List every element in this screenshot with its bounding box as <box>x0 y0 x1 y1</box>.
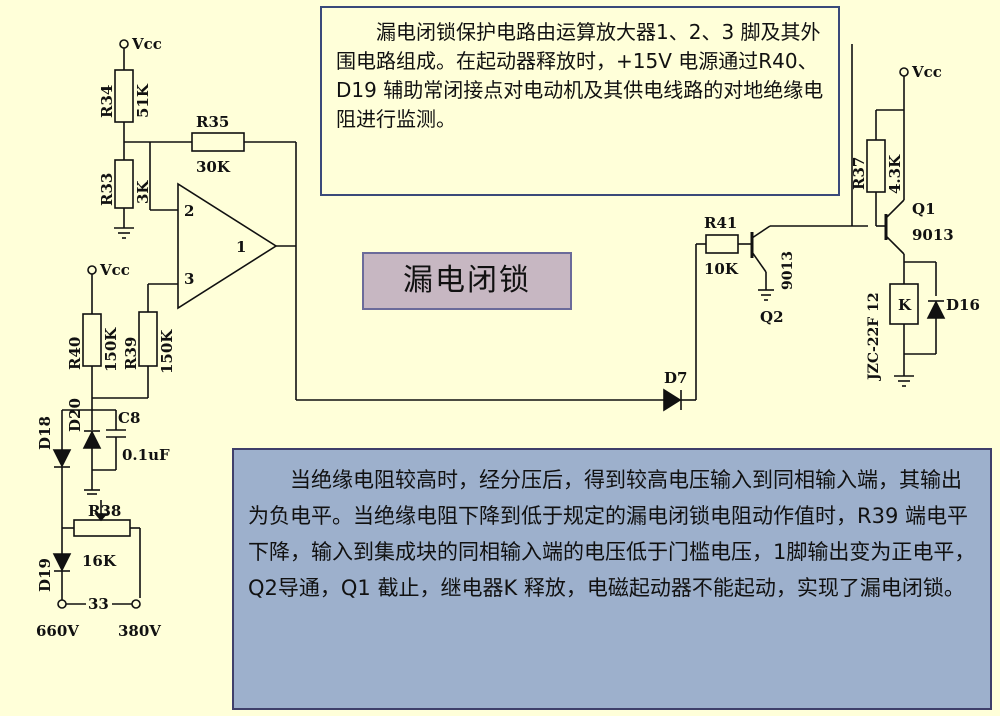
q2-label: Q2 <box>760 308 784 326</box>
r38-potentiometer <box>73 519 131 537</box>
r35-resistor <box>191 132 245 152</box>
r40-resistor <box>82 313 102 367</box>
relay-k-label: K <box>898 296 912 314</box>
r35-label: R35 <box>196 113 229 131</box>
q1-label: Q1 <box>912 200 936 218</box>
r34-resistor <box>114 69 134 123</box>
bottom-description-box: 当绝缘电阻较高时，经分压后，得到较高电压输入到同相输入端，其输出为负电平。当绝缘… <box>232 448 992 710</box>
r40-value: 150K <box>102 327 120 372</box>
r38-label: R38 <box>88 502 121 520</box>
relay-model-label: JZC-22F 12 <box>866 292 882 382</box>
top-description-box: 漏电闭锁保护电路由运算放大器1、2、3 脚及其外围电路组成。在起动器释放时，+1… <box>320 6 840 196</box>
pin3-label: 3 <box>184 270 194 288</box>
d20-label: D20 <box>66 398 84 432</box>
r33-resistor <box>114 159 134 209</box>
vcc-right-label: Vcc <box>911 63 942 81</box>
r40-label: R40 <box>66 337 84 370</box>
r34-value: 51K <box>134 83 152 118</box>
r41-resistor <box>705 234 739 254</box>
terminal-660v <box>57 599 67 609</box>
q1-type-label: 9013 <box>912 226 954 244</box>
d16-label: D16 <box>946 296 980 314</box>
voltage-380v-label: 380V <box>118 622 161 640</box>
op-amp <box>177 182 278 310</box>
d18-diode <box>52 449 72 468</box>
r37-resistor <box>866 139 886 193</box>
vcc-top-terminal <box>119 39 129 49</box>
pin1-label: 1 <box>236 238 246 256</box>
contact-33-label: 33 <box>88 595 109 613</box>
vcc-right-terminal <box>899 67 909 77</box>
d19-diode <box>52 553 72 572</box>
vcc-left-label: Vcc <box>99 261 130 279</box>
pin2-label: 2 <box>184 202 194 220</box>
d19-label: D19 <box>36 558 54 592</box>
q2-type-label: 9013 <box>780 251 796 290</box>
r41-label: R41 <box>704 214 737 232</box>
terminal-380v <box>131 599 141 609</box>
r33-label: R33 <box>98 173 116 206</box>
c8-label: C8 <box>118 409 140 427</box>
voltage-660v-label: 660V <box>36 622 79 640</box>
r35-value: 30K <box>196 158 231 176</box>
r37-label: R37 <box>850 157 868 190</box>
c8-value: 0.1uF <box>122 446 170 464</box>
d16-diode <box>926 300 946 319</box>
d18-label: D18 <box>36 416 54 450</box>
title-text: 漏电闭锁 <box>403 263 531 298</box>
r39-value: 150K <box>158 329 176 374</box>
d20-diode <box>82 430 102 449</box>
r34-label: R34 <box>98 85 116 118</box>
r41-value: 10K <box>704 260 739 278</box>
r39-label: R39 <box>122 337 140 370</box>
r33-value: 3K <box>134 180 152 204</box>
vcc-top-label: Vcc <box>131 35 162 53</box>
r38-value: 16K <box>82 552 117 570</box>
d7-diode <box>663 388 682 412</box>
r37-value: 4.3K <box>886 154 904 194</box>
bottom-description-text: 当绝缘电阻较高时，经分压后，得到较高电压输入到同相输入端，其输出为负电平。当绝缘… <box>248 468 976 600</box>
relay-k-coil <box>889 283 919 325</box>
title-box: 漏电闭锁 <box>362 252 572 310</box>
top-description-text: 漏电闭锁保护电路由运算放大器1、2、3 脚及其外围电路组成。在起动器释放时，+1… <box>336 20 824 131</box>
vcc-left-terminal <box>87 265 97 275</box>
r39-resistor <box>138 311 158 367</box>
d7-label: D7 <box>664 369 687 387</box>
